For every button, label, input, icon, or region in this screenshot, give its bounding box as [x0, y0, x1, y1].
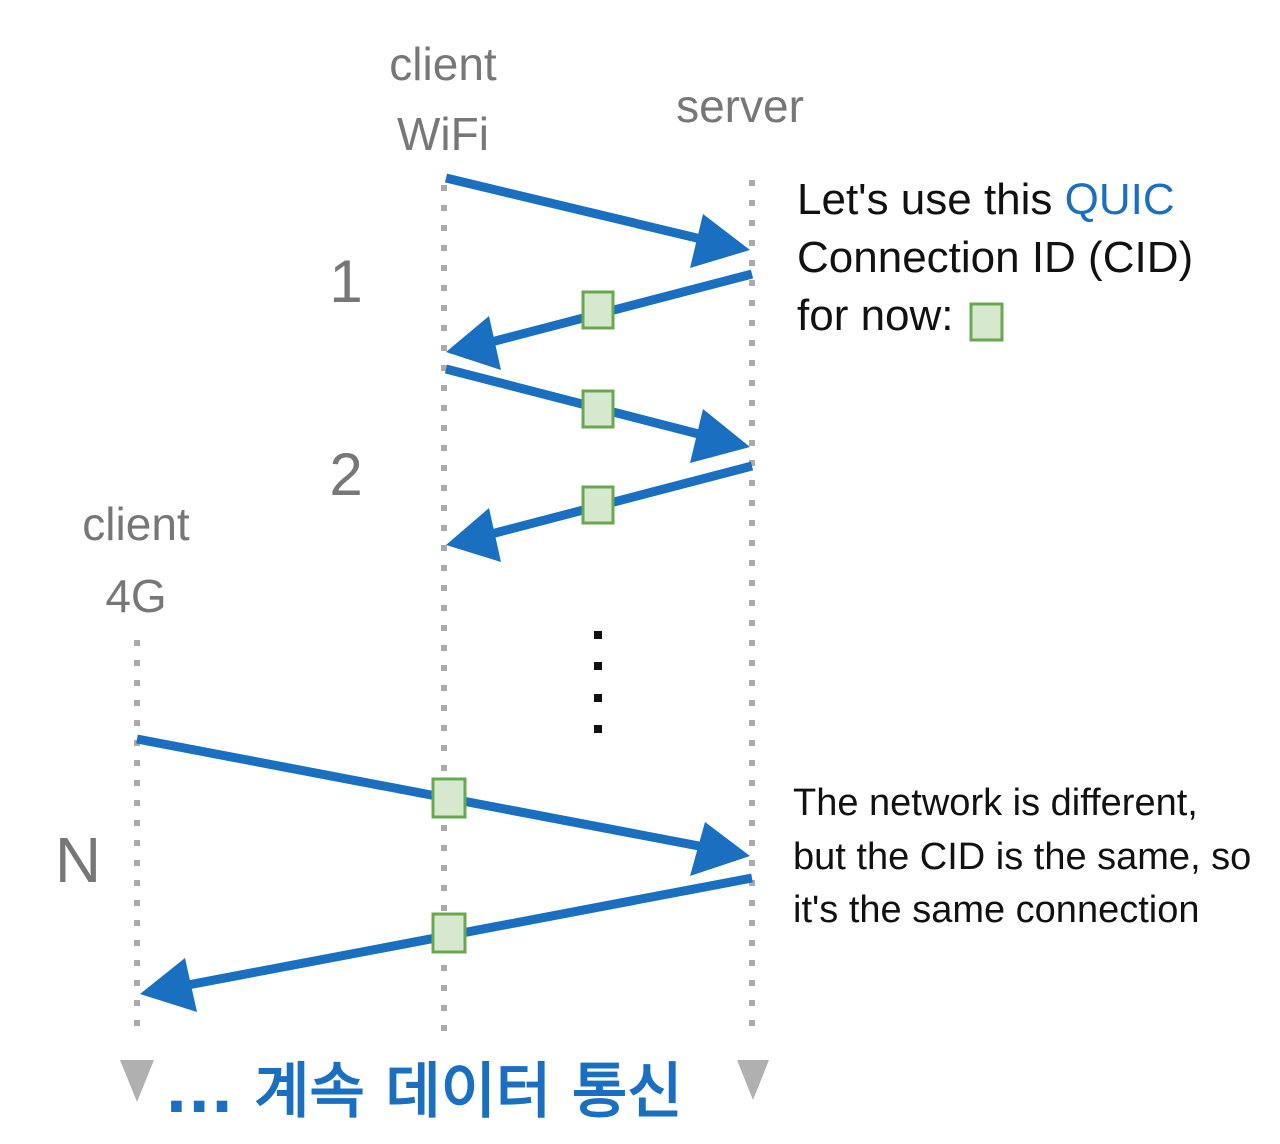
cid-box-icon: [581, 290, 615, 330]
cid-box-icon: [431, 777, 467, 819]
cid-markers: [431, 290, 1004, 954]
cid-box-icon: [581, 485, 615, 525]
quic-highlight: QUIC: [1065, 175, 1175, 224]
arrow-client4g-to-server: [136, 734, 721, 855]
footer-caption: ... 계속 데이터 통신: [165, 1057, 682, 1127]
note-bottom-line1: The network is different,: [793, 782, 1198, 824]
lane-label-client-4g-line2: 4G: [105, 570, 166, 622]
arrowhead-icon: [690, 822, 750, 876]
note-top-line1-text: Let's use this: [797, 175, 1065, 224]
lifeline-end-arrow-icon: [737, 1060, 769, 1100]
cid-box-icon: [969, 302, 1004, 342]
lane-label-client-wifi-line2: WiFi: [397, 108, 489, 160]
lane-label-server: server: [676, 80, 804, 132]
lifeline-end-arrow-icon: [120, 1060, 154, 1102]
step-label-2: 2: [329, 441, 362, 508]
arrowhead-icon: [446, 508, 501, 562]
vertical-ellipsis-icon: [594, 631, 602, 733]
lane-label-client-wifi-line1: client: [389, 38, 497, 90]
note-top-line2: Connection ID (CID): [797, 233, 1193, 282]
lane-label-client-4g-line1: client: [82, 498, 190, 550]
step-label-1: 1: [329, 248, 362, 315]
arrowhead-icon: [446, 316, 501, 370]
arrow-client-to-server-1: [444, 173, 724, 249]
note-top-line3: for now:: [797, 291, 954, 340]
note-bottom-line2: but the CID is the same, so: [793, 836, 1251, 878]
step-label-n: N: [55, 824, 101, 896]
cid-box-icon: [431, 912, 467, 954]
note-top-line1: Let's use this QUIC: [797, 175, 1175, 224]
cid-box-icon: [581, 389, 615, 429]
arrowhead-icon: [690, 409, 750, 463]
arrowhead-icon: [690, 214, 750, 268]
note-bottom-line3: it's the same connection: [793, 889, 1199, 931]
arrowhead-icon: [140, 958, 197, 1012]
